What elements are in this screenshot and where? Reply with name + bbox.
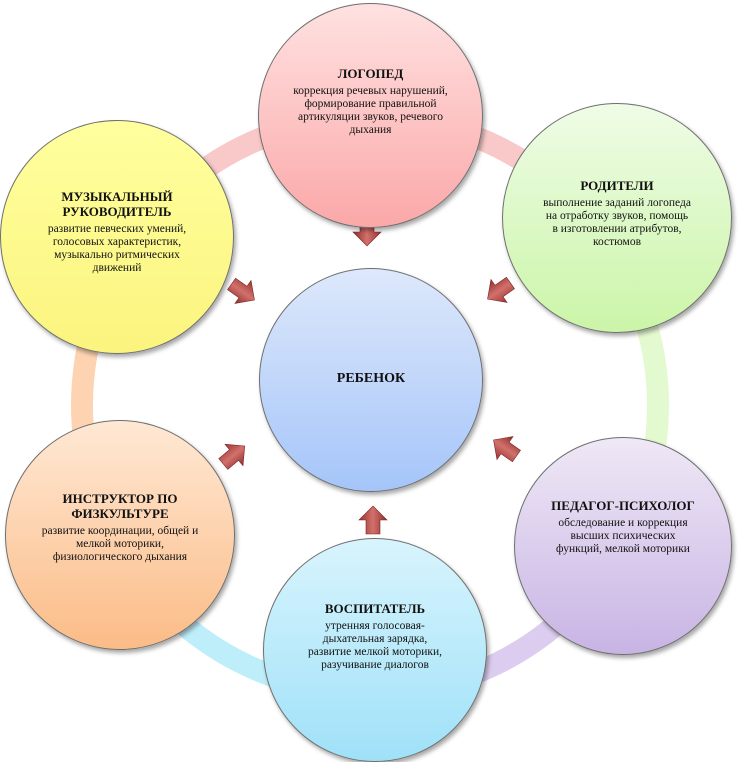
arrow-icon — [487, 276, 515, 303]
node-description: развитие координации, общей и мелкой мот… — [41, 525, 199, 563]
node-tutor: ВОСПИТАТЕЛЬ утренняя голосовая-дыхательн… — [263, 538, 487, 762]
node-description: выполнение заданий логопеда на отработку… — [543, 197, 691, 248]
arrow-icon — [358, 505, 388, 535]
arrow-icon — [218, 443, 246, 470]
node-title: ВОСПИТАТЕЛЬ — [324, 601, 426, 616]
node-title: ЛОГОПЕД — [337, 66, 404, 81]
node-title: ИНСТРУКТОР ПО ФИЗКУЛЬТУРЕ — [62, 491, 178, 521]
node-description: утренняя голосовая-дыхательная зарядка, … — [307, 620, 443, 671]
node-phys-instructor: ИНСТРУКТОР ПО ФИЗКУЛЬТУРЕ развитие коорд… — [5, 420, 235, 650]
node-child-center: РЕБЕНОК — [259, 268, 483, 492]
node-description: коррекция речевых нарушений, формировани… — [293, 85, 448, 136]
node-logoped: ЛОГОПЕД коррекция речевых нарушений, фор… — [258, 3, 483, 228]
node-description: обследование и коррекция высших психичес… — [556, 517, 690, 555]
node-title: МУЗЫКАЛЬНЫЙ РУКОВОДИТЕЛЬ — [61, 189, 173, 219]
node-description: развитие певческих умений, голосовых хар… — [47, 223, 187, 274]
node-parents: РОДИТЕЛИ выполнение заданий логопеда на … — [502, 103, 732, 333]
node-title: РЕБЕНОК — [336, 370, 406, 386]
node-psychologist: ПЕДАГОГ-ПСИХОЛОГ обследование и коррекци… — [514, 437, 732, 655]
node-title: РОДИТЕЛИ — [580, 178, 654, 193]
node-music-director: МУЗЫКАЛЬНЫЙ РУКОВОДИТЕЛЬ развитие певчес… — [0, 120, 234, 354]
arrow-icon — [493, 436, 521, 463]
arrow-icon — [227, 277, 255, 304]
node-title: ПЕДАГОГ-ПСИХОЛОГ — [551, 498, 695, 513]
